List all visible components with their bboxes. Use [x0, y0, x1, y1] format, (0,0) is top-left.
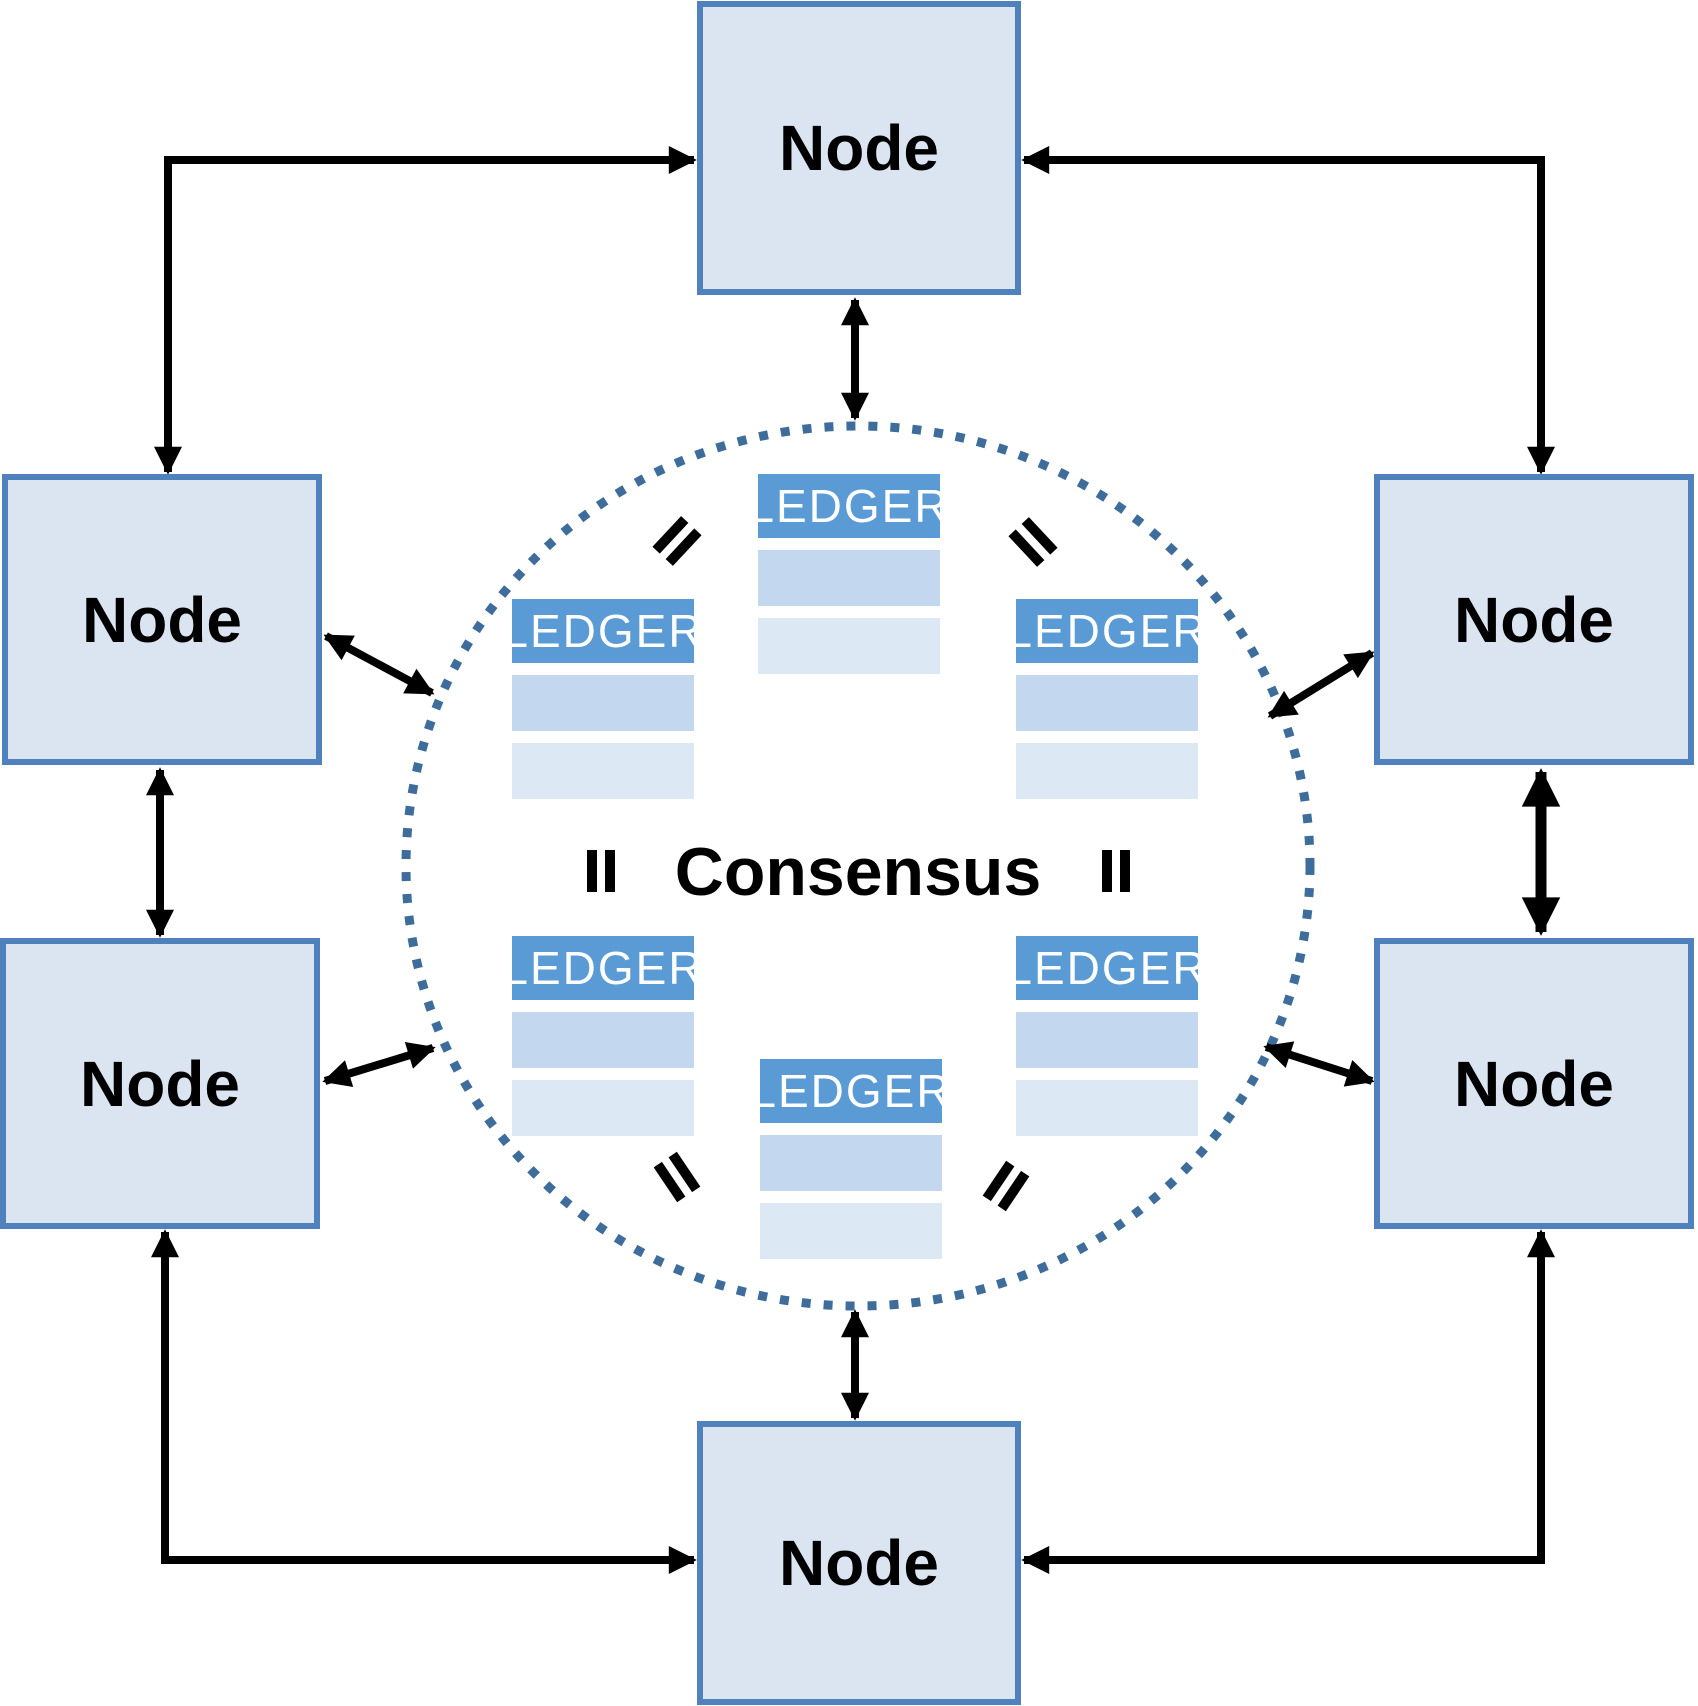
ledger-row: [760, 1135, 942, 1191]
connector-bottom-left: [151, 1229, 697, 1574]
ledger-row: [512, 743, 694, 799]
node-box: [697, 1, 1021, 295]
ledger-header: [512, 599, 694, 663]
ledger-row: [512, 675, 694, 731]
double-arrow-lower-right-node-circle: [1263, 1041, 1375, 1087]
ledger-top: LEDGER: [748, 474, 949, 674]
node-label: Node: [1454, 1048, 1614, 1120]
equals-icon-upper-right: [1008, 517, 1058, 567]
connector-top-right: [1021, 146, 1555, 475]
ledger-upper-right: LEDGER: [1006, 599, 1207, 799]
node-box: [1374, 938, 1694, 1229]
node-lower-right: Node: [1374, 938, 1694, 1229]
equals-icon-upper-left: [652, 516, 702, 566]
ledger-bottom: LEDGER: [750, 1059, 951, 1259]
equals-icon-middle-left: [587, 850, 615, 892]
ledger-lower-left: LEDGER: [502, 936, 703, 1136]
node-box: [0, 938, 320, 1229]
node-lower-left: Node: [0, 938, 320, 1229]
node-label: Node: [1454, 584, 1614, 656]
connector-bottom-right: [1021, 1229, 1555, 1574]
ledger-header: [758, 474, 940, 538]
node-box: [2, 474, 322, 765]
node-box: [697, 1421, 1021, 1705]
equals-icon-lower-right: [982, 1160, 1030, 1212]
ledger-upper-left: LEDGER: [502, 599, 703, 799]
node-label: Node: [80, 1048, 240, 1120]
node-label: Node: [82, 584, 242, 656]
node-label: Node: [779, 112, 939, 184]
equals-icon-lower-left: [653, 1151, 701, 1203]
ledger-row: [512, 1080, 694, 1136]
ledger-label: LEDGER: [748, 480, 949, 532]
ledger-lower-right: LEDGER: [1006, 936, 1207, 1136]
double-arrow-upper-right-node-circle: [1267, 649, 1375, 720]
ledger-label: LEDGER: [502, 605, 703, 657]
ledger-row: [758, 618, 940, 674]
ledger-row: [758, 550, 940, 606]
ledger-row: [1016, 1080, 1198, 1136]
connector-top-left: [154, 146, 697, 475]
ledger-row: [1016, 743, 1198, 799]
node-label: Node: [779, 1527, 939, 1599]
node-box: [1374, 474, 1694, 765]
ledger-header: [512, 936, 694, 1000]
ledger-header: [760, 1059, 942, 1123]
node-upper-left: Node: [2, 474, 322, 765]
ledger-row: [760, 1203, 942, 1259]
ledger-row: [1016, 675, 1198, 731]
double-arrow-lower-left-node-circle: [322, 1041, 436, 1088]
consensus-boundary-circle: [401, 421, 1315, 1311]
ledger-label: LEDGER: [1006, 605, 1207, 657]
ledger-row: [512, 1012, 694, 1068]
node-top: Node: [697, 1, 1021, 295]
double-arrow-upper-left-node-circle: [323, 632, 435, 697]
ledger-label: LEDGER: [502, 942, 703, 994]
ledger-label: LEDGER: [1006, 942, 1207, 994]
equals-icon-middle-right: [1102, 850, 1130, 892]
ledger-header: [1016, 599, 1198, 663]
ledger-label: LEDGER: [750, 1065, 951, 1117]
ledger-header: [1016, 936, 1198, 1000]
consensus-title: Consensus: [675, 834, 1042, 910]
ledger-row: [1016, 1012, 1198, 1068]
node-bottom: Node: [697, 1421, 1021, 1705]
node-upper-right: Node: [1374, 474, 1694, 765]
